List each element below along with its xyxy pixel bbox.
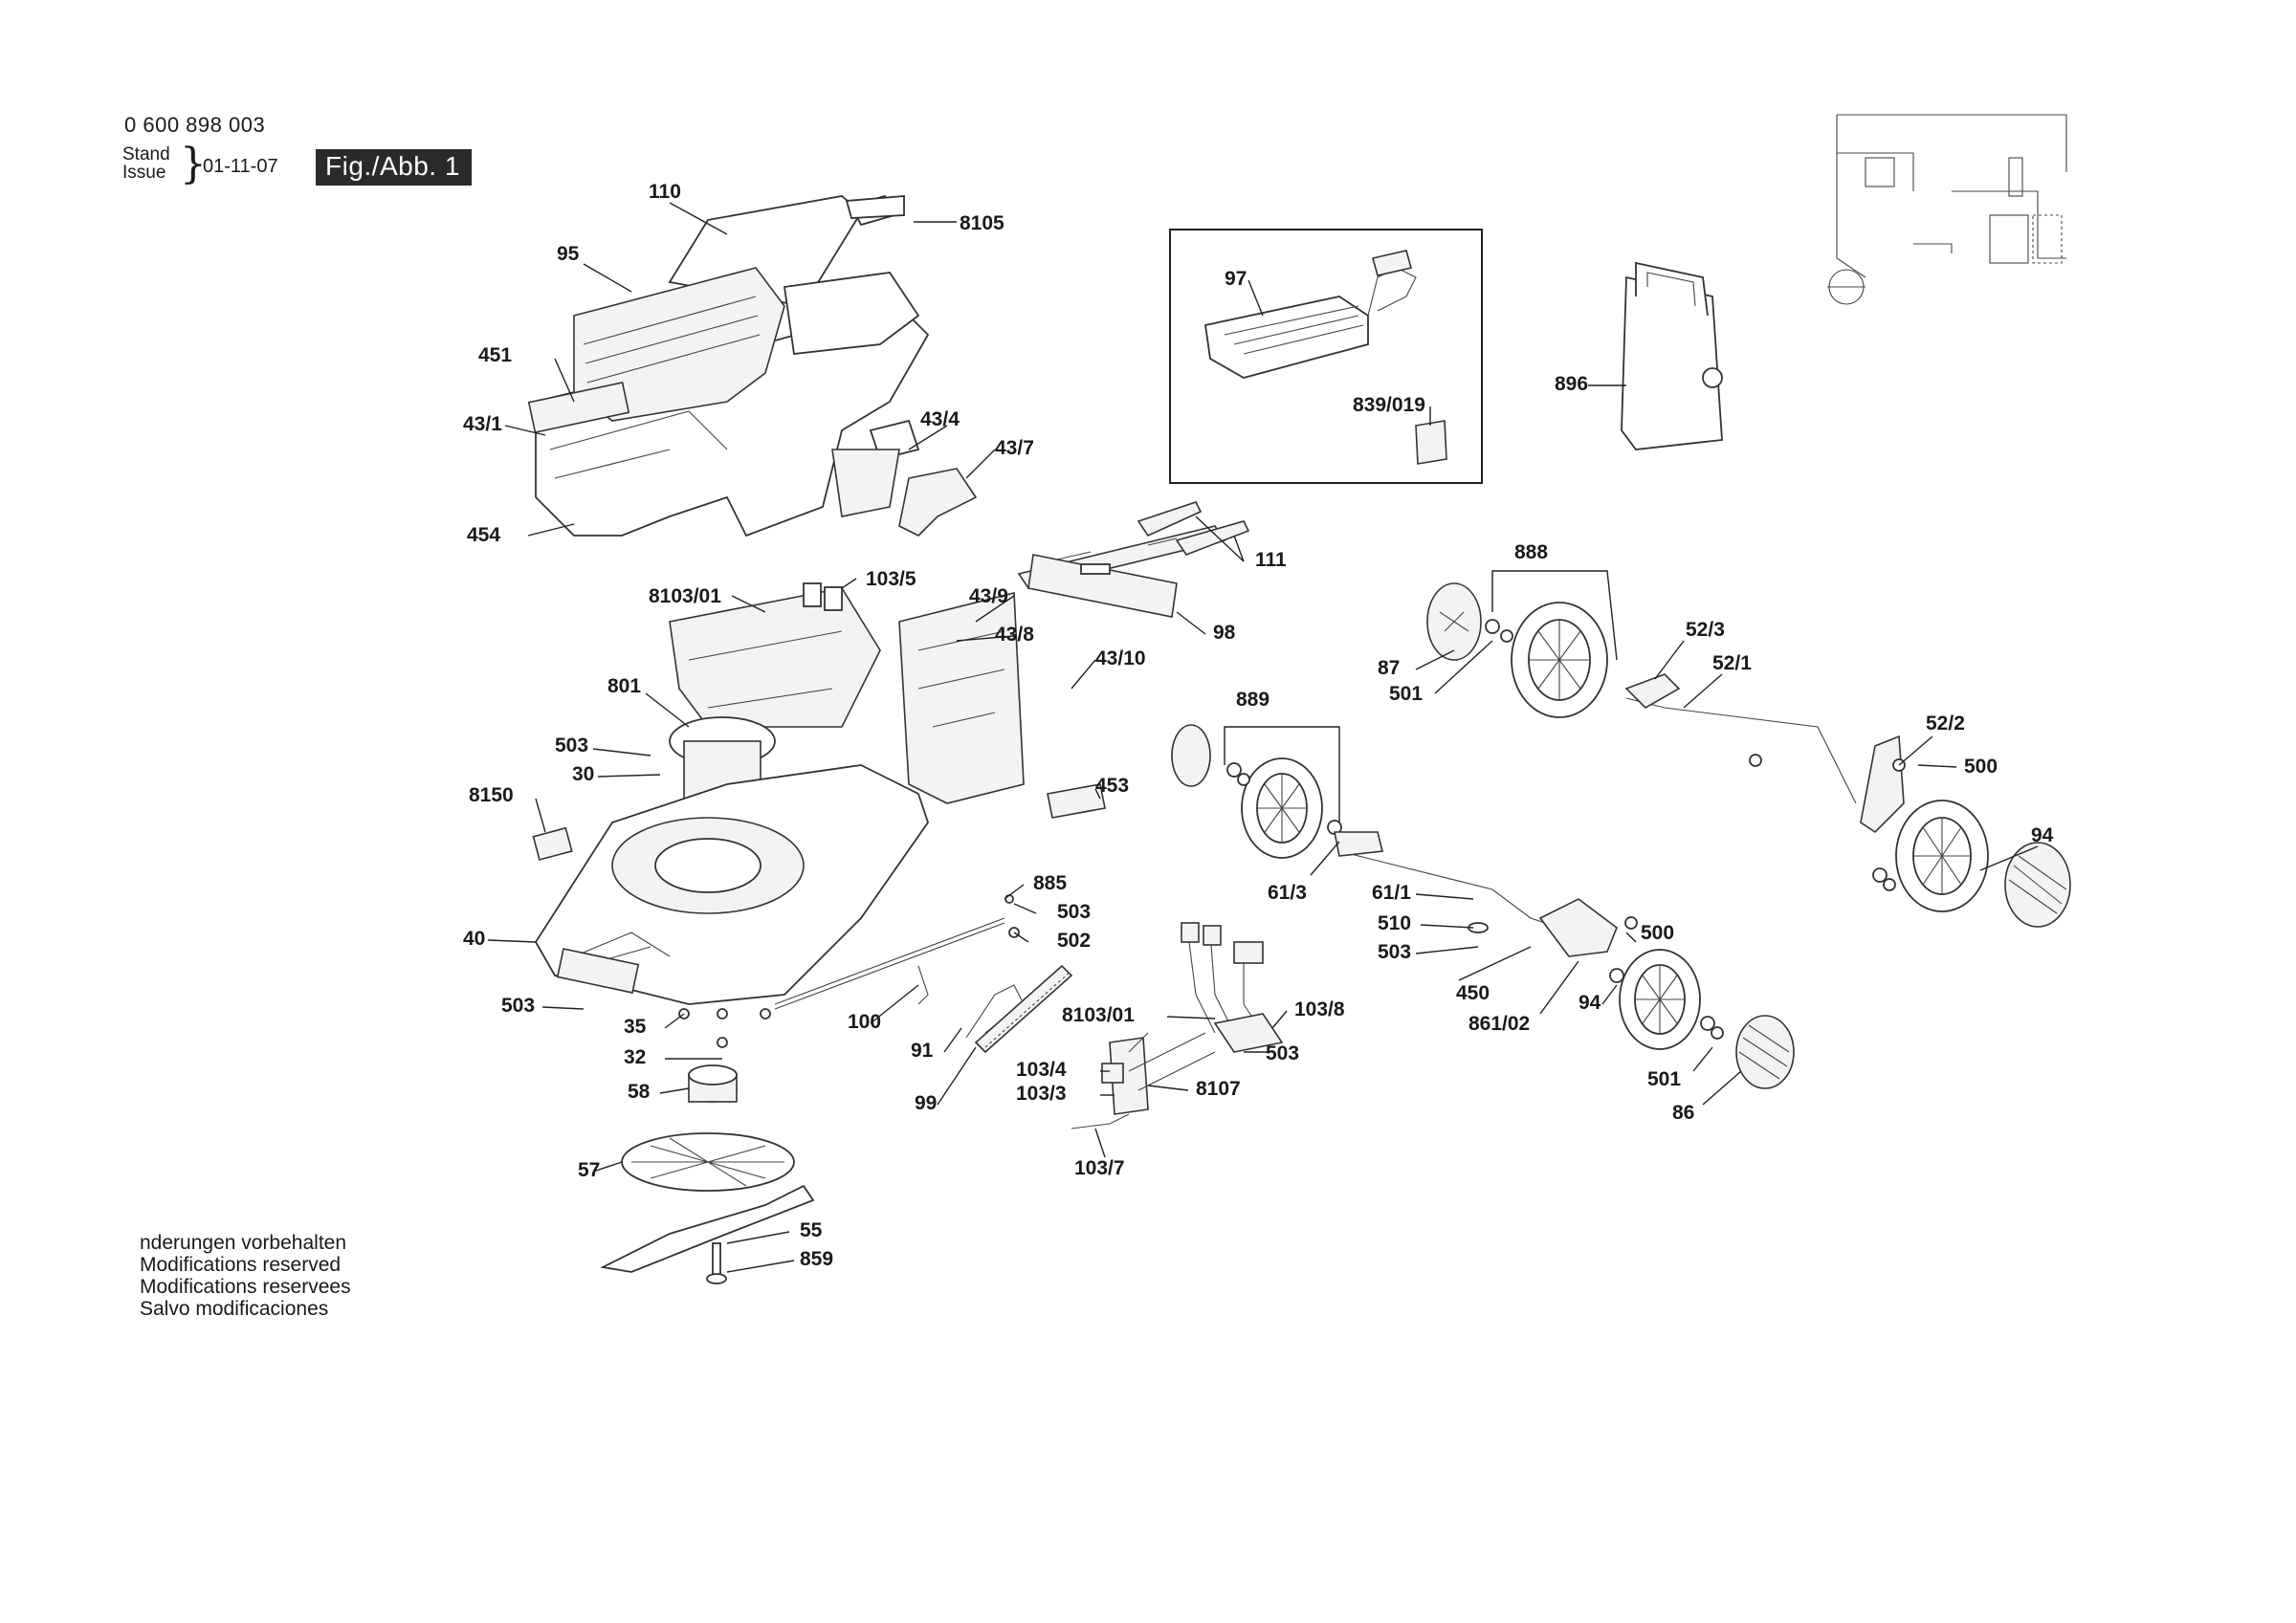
part-label: 111 (1255, 549, 1287, 571)
part-label: 43/8 (995, 624, 1034, 646)
part-label: 503 (1057, 901, 1091, 923)
part-label: 110 (649, 181, 681, 203)
part-label: 94 (1578, 992, 1601, 1014)
wheel-888 (1511, 602, 1608, 718)
part-label: 8150 (469, 784, 514, 806)
part-label: 500 (1964, 756, 1998, 778)
part-label: 43/10 (1095, 647, 1146, 669)
part-label: 889 (1236, 689, 1269, 711)
part-label: 503 (1266, 1042, 1299, 1064)
part-label: 58 (628, 1081, 651, 1103)
part-label: 91 (911, 1040, 934, 1062)
part-label: 503 (1378, 941, 1411, 963)
part-label: 52/3 (1686, 619, 1725, 641)
part-label: 94 (2031, 824, 2054, 846)
part-label: 8107 (1196, 1078, 1241, 1100)
clips-drawing (1027, 501, 1250, 618)
part-label: 503 (501, 995, 535, 1017)
part-label: 500 (1641, 922, 1674, 944)
deck-assembly-drawing (532, 525, 1226, 1005)
part-label: 52/1 (1712, 652, 1752, 674)
issue-date: 01-11-07 (203, 156, 278, 177)
axles-drawing (1334, 673, 1906, 957)
part-label: 450 (1456, 982, 1490, 1004)
leader-lines (487, 202, 2039, 1273)
part-label: 40 (463, 928, 485, 950)
part-label: 103/5 (866, 568, 916, 590)
part-label: 103/3 (1016, 1083, 1067, 1105)
part-label: 43/4 (920, 408, 960, 430)
part-labels: 110 8105 95 451 43/1 43/4 43/7 454 103/5… (463, 181, 2054, 1270)
part-label: 453 (1095, 775, 1129, 797)
part-label: 8103/01 (649, 585, 721, 607)
modification-notes: nderungen vorbehalten Modifications rese… (140, 1232, 351, 1320)
part-label: 43/1 (463, 413, 502, 435)
figure-badge: Fig./Abb. 1 (316, 149, 472, 186)
part-label: 55 (800, 1219, 823, 1241)
issue-label: Issue (122, 163, 166, 183)
wheel-94-right (1895, 800, 1989, 912)
part-label: 8105 (960, 212, 1004, 234)
hubcap-87 (1426, 582, 1482, 661)
part-label: 43/7 (995, 437, 1034, 459)
charger-box-outline (1169, 229, 1483, 484)
part-label: 501 (1389, 683, 1423, 705)
part-label: 97 (1225, 268, 1247, 290)
part-label: 95 (557, 243, 580, 265)
hubcap-94-right (2004, 842, 2071, 928)
hardware-drawing (678, 894, 1073, 1054)
note-line-fr: Modifications reservees (140, 1276, 351, 1298)
part-label: 896 (1555, 373, 1588, 395)
part-label: 859 (800, 1248, 833, 1270)
part-label: 454 (467, 524, 500, 546)
circuit-schematic (1827, 114, 2067, 305)
brace-symbol: } (180, 140, 207, 188)
part-label: 103/7 (1074, 1157, 1125, 1179)
part-label: 100 (848, 1011, 881, 1033)
stand-issue-labels: Stand Issue (122, 145, 170, 182)
part-label: 501 (1647, 1068, 1681, 1090)
part-label: 801 (607, 675, 641, 697)
wheel-889 (1241, 757, 1323, 859)
part-label: 87 (1378, 657, 1400, 679)
stand-label: Stand (122, 144, 170, 164)
note-line-de: nderungen vorbehalten (140, 1232, 347, 1254)
document-number: 0 600 898 003 (124, 113, 266, 137)
part-label: 61/3 (1268, 882, 1307, 904)
part-label: 888 (1514, 541, 1548, 563)
battery-drawing (1621, 261, 1723, 450)
note-line-en: Modifications reserved (140, 1254, 342, 1276)
part-label: 503 (555, 735, 588, 757)
wiring-drawing (1071, 922, 1284, 1130)
note-line-es: Salvo modificaciones (140, 1298, 329, 1320)
part-label: 8103/01 (1062, 1004, 1135, 1026)
part-label: 885 (1033, 872, 1067, 894)
part-label: 30 (572, 763, 594, 785)
part-label: 103/8 (1294, 998, 1345, 1020)
wheel-94-front (1619, 949, 1701, 1050)
wheels-drawing (1171, 582, 2071, 1089)
part-label: 61/1 (1372, 882, 1411, 904)
part-label: 32 (624, 1046, 646, 1068)
part-label: 99 (915, 1092, 937, 1114)
part-label: 98 (1213, 622, 1236, 644)
part-label: 52/2 (1926, 713, 1965, 735)
part-label: 103/4 (1016, 1059, 1067, 1081)
hubcap-86 (1735, 1015, 1795, 1089)
part-label: 35 (624, 1016, 647, 1038)
cover-assembly-drawing (527, 194, 978, 537)
part-label: 57 (578, 1159, 600, 1181)
part-label: 861/02 (1468, 1013, 1530, 1035)
part-label: 502 (1057, 930, 1091, 952)
part-label: 43/9 (969, 585, 1008, 607)
charger-drawing (1169, 229, 1483, 484)
hubcap-889 (1171, 724, 1211, 787)
part-label: 510 (1378, 912, 1411, 934)
part-label: 451 (478, 344, 512, 366)
part-label: 839/019 (1353, 394, 1425, 416)
part-label: 86 (1672, 1102, 1694, 1124)
